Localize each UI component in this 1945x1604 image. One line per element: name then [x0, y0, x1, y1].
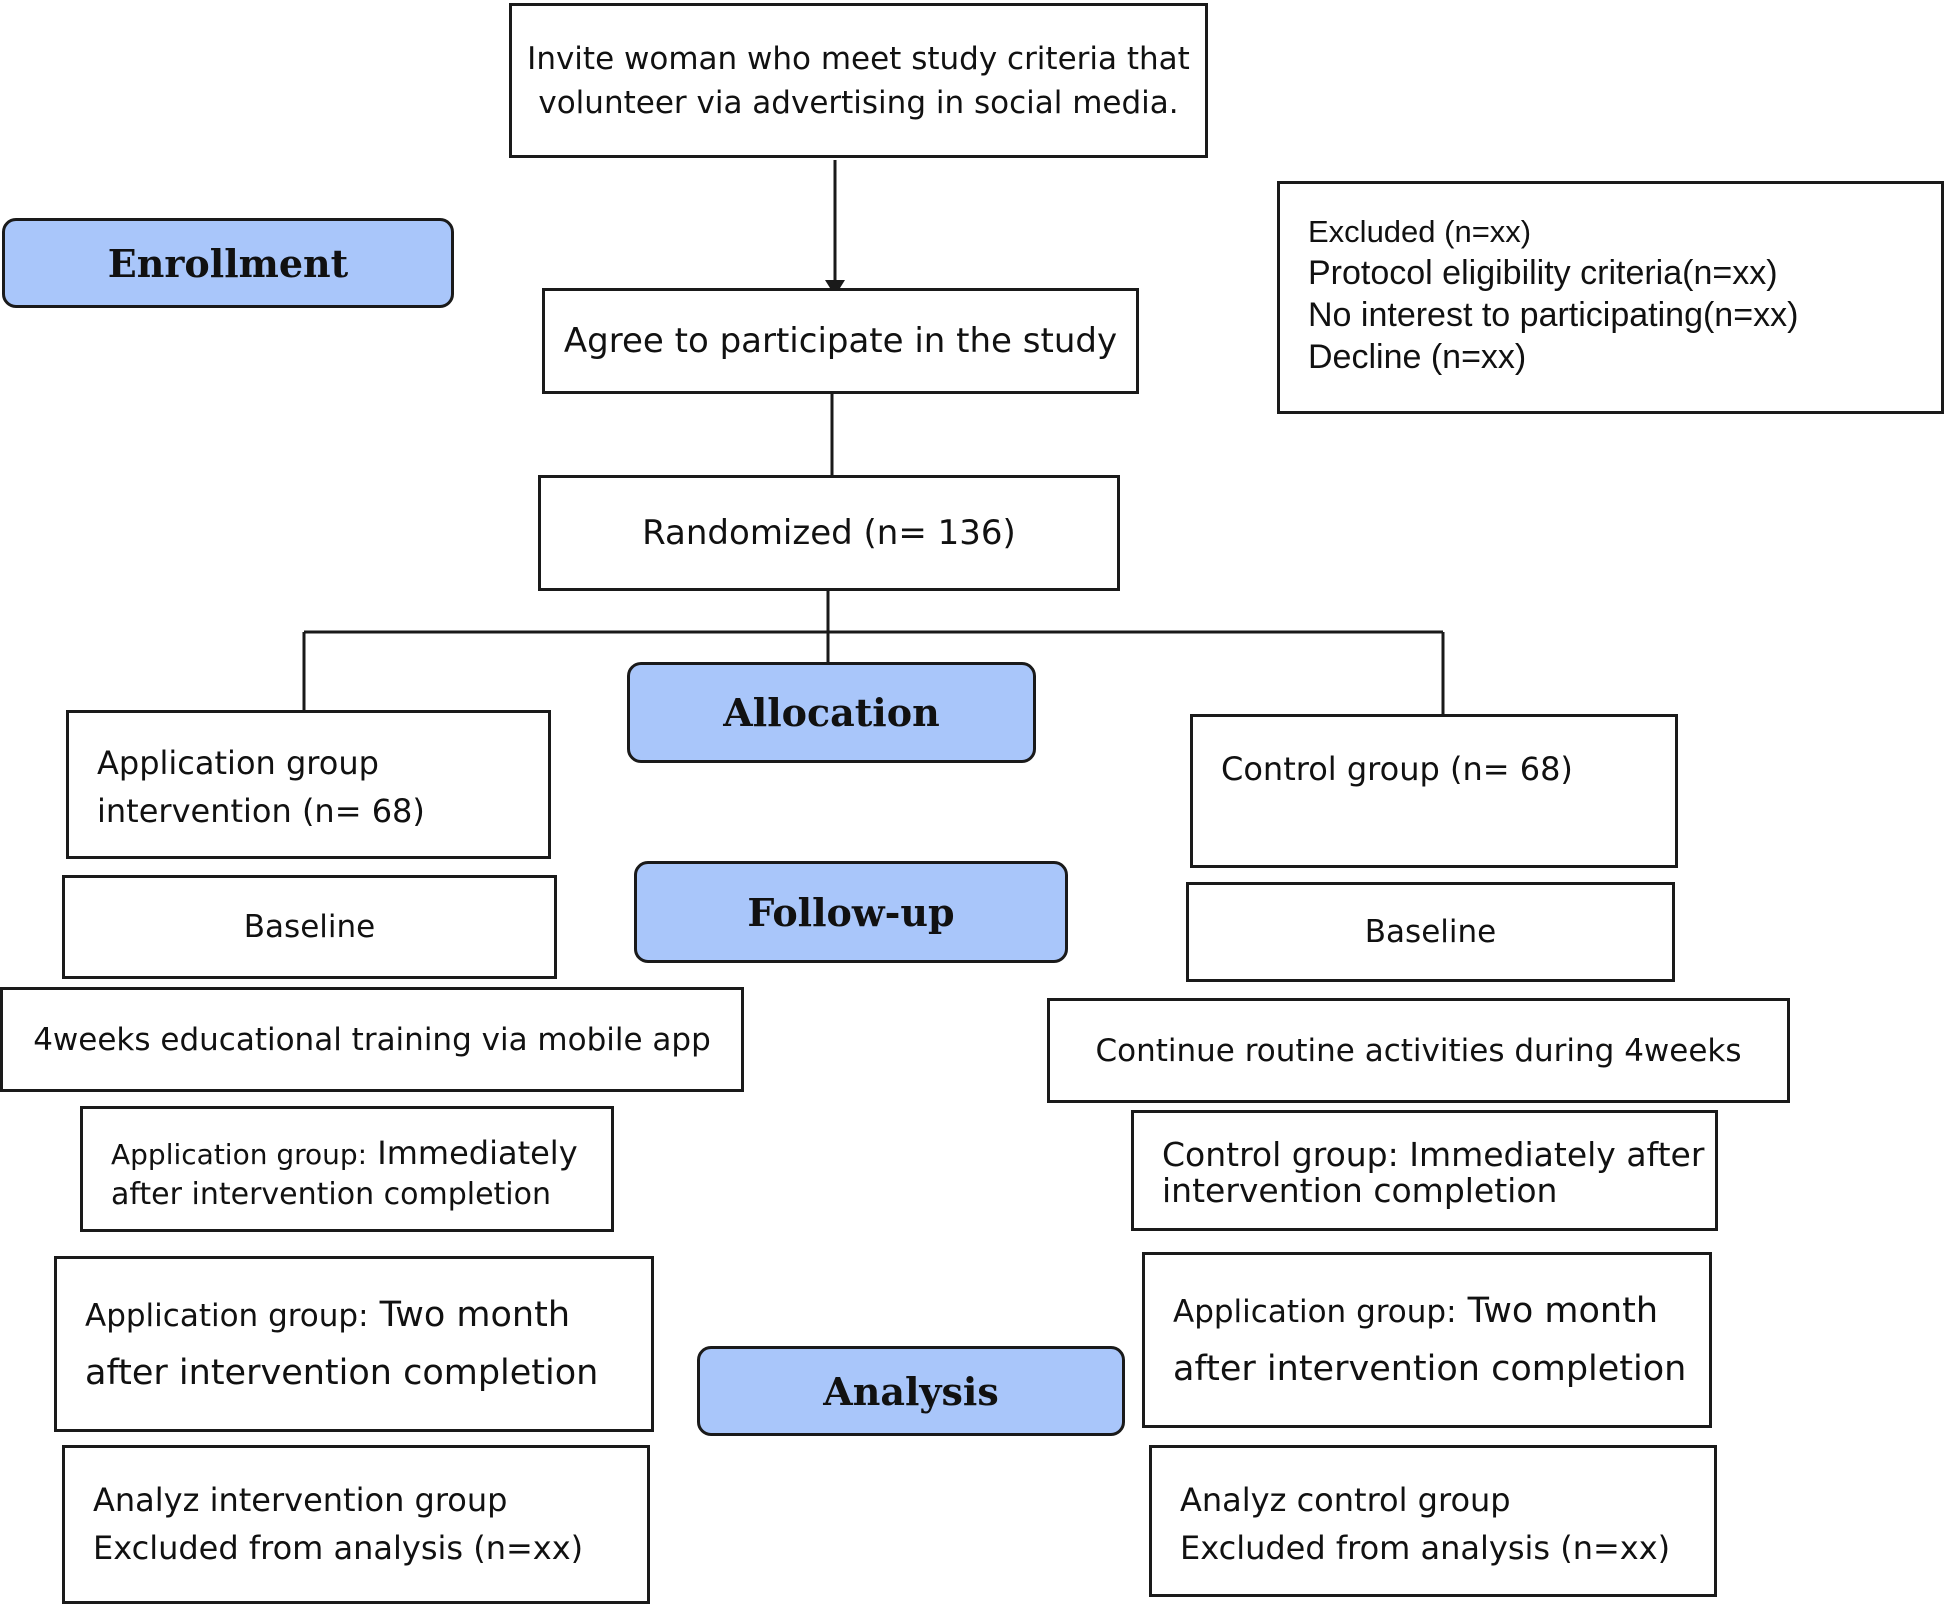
left-immediate-prefix: Application group:: [111, 1138, 368, 1171]
left-baseline-box: Baseline: [62, 875, 557, 979]
application-group-box: Application group intervention (n= 68): [66, 710, 551, 859]
right-two-month-suffix: Two month: [1456, 1291, 1659, 1331]
randomized-box: Randomized (n= 136): [538, 475, 1120, 591]
right-two-month-prefix: Application group:: [1173, 1294, 1457, 1330]
agree-text: Agree to participate in the study: [563, 321, 1118, 361]
agree-box: Agree to participate in the study: [542, 288, 1139, 394]
invite-line-1: Invite woman who meet study criteria tha…: [527, 40, 1190, 77]
stage-analysis: Analysis: [697, 1346, 1125, 1436]
right-two-month-line-1: Application group: Two month: [1173, 1285, 1709, 1343]
control-group-box: Control group (n= 68): [1190, 714, 1678, 868]
stage-analysis-label: Analysis: [823, 1368, 999, 1414]
right-immediate-line-1: Control group: Immediately after: [1162, 1135, 1705, 1174]
right-analysis-line-1: Analyz control group: [1180, 1481, 1511, 1519]
left-analysis-line-1: Analyz intervention group: [93, 1481, 508, 1519]
left-two-month-suffix: Two month: [368, 1295, 571, 1335]
invite-box: Invite woman who meet study criteria tha…: [509, 3, 1208, 158]
stage-enrollment-label: Enrollment: [107, 240, 349, 286]
right-analysis-line-2: Excluded from analysis (n=xx): [1180, 1529, 1671, 1567]
left-analysis-line-2: Excluded from analysis (n=xx): [93, 1529, 584, 1567]
left-immediate-box: Application group: Immediately after int…: [80, 1106, 614, 1232]
stage-allocation: Allocation: [627, 662, 1036, 763]
right-analysis-box: Analyz control group Excluded from analy…: [1149, 1445, 1717, 1597]
training-text: 4weeks educational training via mobile a…: [33, 1021, 711, 1058]
excluded-item: No interest to participating(n=xx): [1308, 296, 1799, 334]
excluded-item: Decline (n=xx): [1308, 338, 1527, 376]
excluded-title: Excluded (n=xx): [1308, 214, 1532, 249]
left-two-month-line-2: after intervention completion: [85, 1353, 599, 1393]
control-group-text: Control group (n= 68): [1221, 750, 1573, 788]
right-immediate-box: Control group: Immediately after interve…: [1131, 1110, 1718, 1231]
right-baseline-text: Baseline: [1364, 914, 1497, 950]
left-baseline-text: Baseline: [243, 909, 376, 945]
right-immediate-line-2: intervention completion: [1162, 1171, 1558, 1210]
application-group-line-2: intervention (n= 68): [97, 792, 425, 830]
routine-box: Continue routine activities during 4week…: [1047, 998, 1790, 1103]
left-two-month-line-1: Application group: Two month: [85, 1289, 651, 1347]
right-baseline-box: Baseline: [1186, 882, 1675, 982]
stage-enrollment: Enrollment: [2, 218, 454, 308]
left-immediate-line-2: after intervention completion: [111, 1177, 552, 1212]
training-box: 4weeks educational training via mobile a…: [0, 987, 744, 1092]
left-analysis-box: Analyz intervention group Excluded from …: [62, 1445, 650, 1604]
stage-followup-label: Follow-up: [747, 889, 955, 935]
left-immediate-line-1: Application group: Immediately: [111, 1135, 611, 1177]
invite-line-2: volunteer via advertising in social medi…: [538, 84, 1179, 121]
left-two-month-box: Application group: Two month after inter…: [54, 1256, 654, 1432]
application-group-line-1: Application group: [97, 744, 379, 782]
stage-followup: Follow-up: [634, 861, 1068, 963]
left-two-month-prefix: Application group:: [85, 1298, 369, 1334]
left-immediate-suffix: Immediately: [367, 1134, 578, 1172]
stage-allocation-label: Allocation: [723, 690, 940, 735]
excluded-box: Excluded (n=xx) Protocol eligibility cri…: [1277, 181, 1944, 414]
excluded-item: Protocol eligibility criteria(n=xx): [1308, 254, 1778, 292]
randomized-text: Randomized (n= 136): [642, 513, 1016, 553]
right-two-month-box: Application group: Two month after inter…: [1142, 1252, 1712, 1428]
routine-text: Continue routine activities during 4week…: [1095, 1032, 1742, 1069]
right-two-month-line-2: after intervention completion: [1173, 1349, 1687, 1389]
